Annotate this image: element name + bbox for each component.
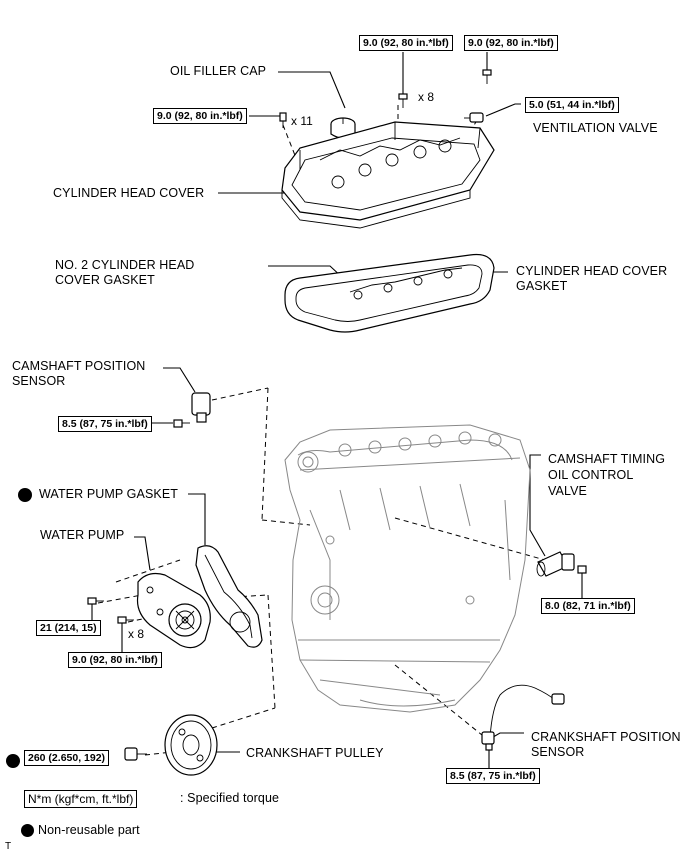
- torque-ventilation-valve: 5.0 (51, 44 in.*lbf): [525, 97, 619, 113]
- nonreusable-marker-water-pump-gasket: [18, 488, 32, 502]
- engine-block: [284, 424, 531, 713]
- torque-water-pump-stud: 21 (214, 15): [36, 620, 101, 636]
- torque-cam-sensor: 8.5 (87, 75 in.*lbf): [58, 416, 152, 432]
- crank-sensor-label-1: CRANKSHAFT POSITION: [531, 730, 681, 744]
- torque-cover-bolt-right: 9.0 (92, 80 in.*lbf): [464, 35, 558, 51]
- legend-torque-box: N*m (kgf*cm, ft.*lbf): [24, 790, 138, 808]
- nonreusable-marker-crank-pulley: [6, 754, 20, 768]
- water-pump-label: WATER PUMP: [40, 528, 125, 542]
- camshaft-timing-oil-control-valve: [536, 551, 587, 577]
- leader-water-pump-gasket: [188, 493, 206, 545]
- cam-sensor-label-1: CAMSHAFT POSITION: [12, 359, 146, 373]
- crank-sensor-label-2: SENSOR: [531, 745, 585, 759]
- cover-gasket-label-1: CYLINDER HEAD COVER: [516, 264, 668, 278]
- leader-lines: [91, 52, 583, 768]
- cylinder-head-cover-gaskets: [284, 253, 495, 333]
- qty-cover-left: x 11: [291, 114, 313, 128]
- legend-nonreusable-dot: [21, 824, 34, 837]
- ocv-label-2: OIL CONTROL: [548, 468, 634, 482]
- cylinder-head-cover: [281, 121, 495, 229]
- no2-gasket-label-2: COVER GASKET: [55, 273, 155, 287]
- torque-crank-pulley: 260 (2.650, 192): [24, 750, 110, 766]
- legend-nonreusable-text: Non-reusable part: [38, 823, 140, 837]
- leader-oil-filler-cap: [278, 71, 346, 109]
- cover-bolts: [279, 69, 492, 128]
- crankshaft-position-sensor: [481, 684, 565, 751]
- crankshaft-pulley: [124, 714, 218, 776]
- legend-torque-text: : Specified torque: [180, 791, 280, 805]
- ventilation-valve-label: VENTILATION VALVE: [533, 121, 658, 135]
- ventilation-valve: [464, 112, 484, 123]
- water-pump-gasket-label: WATER PUMP GASKET: [39, 487, 178, 501]
- crankshaft-pulley-label: CRANKSHAFT PULLEY: [246, 746, 384, 760]
- ocv-label-3: VALVE: [548, 484, 587, 498]
- water-pump: [87, 572, 211, 649]
- leader-ventilation-valve: [485, 103, 521, 117]
- torque-ocv: 8.0 (82, 71 in.*lbf): [541, 598, 635, 614]
- torque-cover-bolt-left: 9.0 (92, 80 in.*lbf): [153, 108, 247, 124]
- leader-cam-sensor: [163, 367, 196, 393]
- ocv-label-1: CAMSHAFT TIMING: [548, 452, 666, 466]
- torque-crank-sensor: 8.5 (87, 75 in.*lbf): [446, 768, 540, 784]
- leader-water-pump: [134, 536, 151, 571]
- torque-water-pump-bolt: 9.0 (92, 80 in.*lbf): [68, 652, 162, 668]
- corner-mark: T: [5, 841, 12, 852]
- cover-gasket-label-2: GASKET: [516, 279, 568, 293]
- camshaft-position-sensor: [173, 392, 211, 428]
- water-pump-gasket: [195, 545, 263, 648]
- oil-filler-cap-label: OIL FILLER CAP: [170, 64, 267, 78]
- torque-cover-bolt-center: 9.0 (92, 80 in.*lbf): [359, 35, 453, 51]
- cam-sensor-label-2: SENSOR: [12, 374, 66, 388]
- cylinder-head-cover-label: CYLINDER HEAD COVER: [53, 186, 205, 200]
- qty-water-pump: x 8: [128, 627, 145, 641]
- qty-cover-center: x 8: [418, 90, 435, 104]
- leader-ocv: [529, 454, 546, 557]
- alignment-lines: [97, 105, 546, 756]
- no2-gasket-label-1: NO. 2 CYLINDER HEAD: [55, 258, 195, 272]
